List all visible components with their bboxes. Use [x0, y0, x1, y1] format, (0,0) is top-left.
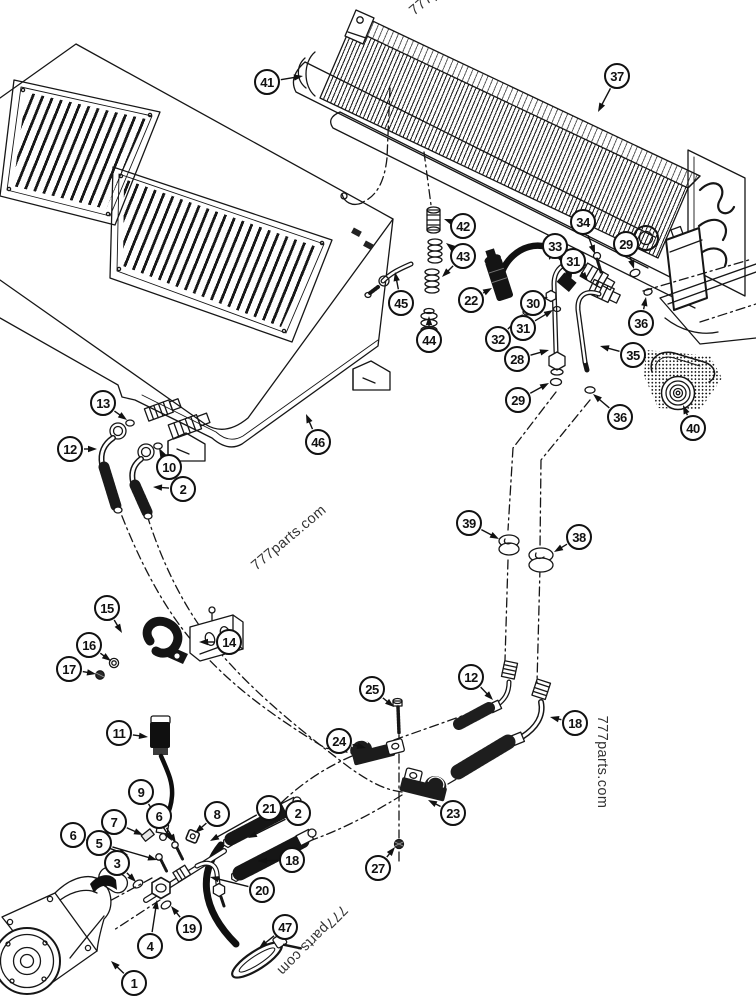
o-ring-31 [552, 305, 562, 313]
o-ring-29-lower [549, 377, 563, 387]
callout-21[interactable]: 21 [256, 795, 282, 821]
callout-22[interactable]: 22 [458, 287, 484, 313]
nut-27 [393, 838, 405, 850]
callout-1[interactable]: 1 [121, 970, 147, 996]
spring-43-upper [427, 238, 443, 264]
hose-12-upper [98, 422, 127, 514]
fitting-42 [426, 206, 441, 234]
callout-12[interactable]: 12 [57, 436, 83, 462]
clamp-15 [142, 616, 188, 664]
o-ring-3 [132, 879, 144, 889]
callout-20[interactable]: 20 [249, 877, 275, 903]
grommets [498, 534, 554, 573]
washer-16 [108, 657, 120, 669]
callout-12[interactable]: 12 [458, 664, 484, 690]
spring-43-lower [424, 268, 440, 294]
callout-9[interactable]: 9 [128, 779, 154, 805]
callout-23[interactable]: 23 [440, 800, 466, 826]
watermark: 777parts.com [406, 0, 487, 19]
nut-17 [95, 670, 105, 680]
nut-30 [545, 289, 557, 303]
callout-41[interactable]: 41 [254, 69, 280, 95]
bolt-5 [155, 853, 163, 861]
nut-4 [151, 876, 171, 900]
callout-17[interactable]: 17 [56, 656, 82, 682]
callout-32[interactable]: 32 [485, 326, 511, 352]
callout-45[interactable]: 45 [388, 290, 414, 316]
bolt-6 [171, 841, 179, 849]
ring-8 [185, 828, 201, 844]
evaporator-tray [292, 51, 701, 309]
o-ring-36-lower [584, 386, 596, 394]
callout-14[interactable]: 14 [216, 629, 242, 655]
callout-2[interactable]: 2 [170, 476, 196, 502]
callout-6[interactable]: 6 [146, 803, 172, 829]
callout-30[interactable]: 30 [520, 290, 546, 316]
washer-7 [140, 828, 155, 842]
callout-24[interactable]: 24 [326, 728, 352, 754]
callout-36[interactable]: 36 [628, 310, 654, 336]
callout-47[interactable]: 47 [272, 914, 298, 940]
core-top-bracket [344, 9, 375, 45]
watermark: 777parts.com [248, 502, 330, 574]
hose-sweep [202, 841, 240, 948]
callout-36[interactable]: 36 [607, 404, 633, 430]
callout-27[interactable]: 27 [365, 855, 391, 881]
callout-25[interactable]: 25 [359, 676, 385, 702]
callout-16[interactable]: 16 [76, 632, 102, 658]
hose-routing-lines [105, 87, 756, 931]
bolt-25 [392, 697, 403, 735]
callout-44[interactable]: 44 [416, 327, 442, 353]
callout-46[interactable]: 46 [305, 429, 331, 455]
callout-34[interactable]: 34 [570, 209, 596, 235]
cover-fittings [125, 398, 211, 450]
callout-35[interactable]: 35 [620, 342, 646, 368]
callout-42[interactable]: 42 [450, 213, 476, 239]
callout-2[interactable]: 2 [285, 800, 311, 826]
elbow-20 [194, 860, 221, 887]
callout-37[interactable]: 37 [604, 63, 630, 89]
clamp-24 [350, 738, 405, 766]
callout-3[interactable]: 3 [104, 850, 130, 876]
callout-19[interactable]: 19 [176, 915, 202, 941]
callout-11[interactable]: 11 [106, 720, 132, 746]
expansion-valve-assembly [633, 149, 756, 345]
o-ring-13 [125, 419, 135, 427]
insulation-wrap [650, 351, 716, 411]
callout-18[interactable]: 18 [279, 847, 305, 873]
callout-18[interactable]: 18 [562, 710, 588, 736]
callout-15[interactable]: 15 [94, 595, 120, 621]
callout-31[interactable]: 31 [510, 315, 536, 341]
callout-28[interactable]: 28 [504, 346, 530, 372]
hose-2-upper [129, 443, 155, 520]
drain-clamp [340, 192, 348, 200]
compressor [0, 866, 129, 995]
evaporator-core [319, 15, 701, 259]
callout-29[interactable]: 29 [505, 387, 531, 413]
o-ring-36-upper [643, 288, 653, 296]
callout-43[interactable]: 43 [450, 243, 476, 269]
callout-29[interactable]: 29 [613, 231, 639, 257]
cab-cover [0, 43, 394, 462]
callout-6[interactable]: 6 [60, 822, 86, 848]
o-ring-29-upper [629, 268, 641, 278]
watermark: 777parts.com [594, 715, 610, 809]
o-ring-10 [153, 442, 163, 450]
clamp-23 [399, 767, 447, 802]
drain-hook [341, 193, 363, 206]
callout-4[interactable]: 4 [137, 933, 163, 959]
hose-18-middle [450, 678, 552, 780]
callout-13[interactable]: 13 [90, 390, 116, 416]
callout-40[interactable]: 40 [680, 415, 706, 441]
callout-8[interactable]: 8 [204, 801, 230, 827]
o-ring-19 [160, 900, 172, 910]
callout-38[interactable]: 38 [566, 524, 592, 550]
callout-39[interactable]: 39 [456, 510, 482, 536]
callout-33[interactable]: 33 [542, 233, 568, 259]
